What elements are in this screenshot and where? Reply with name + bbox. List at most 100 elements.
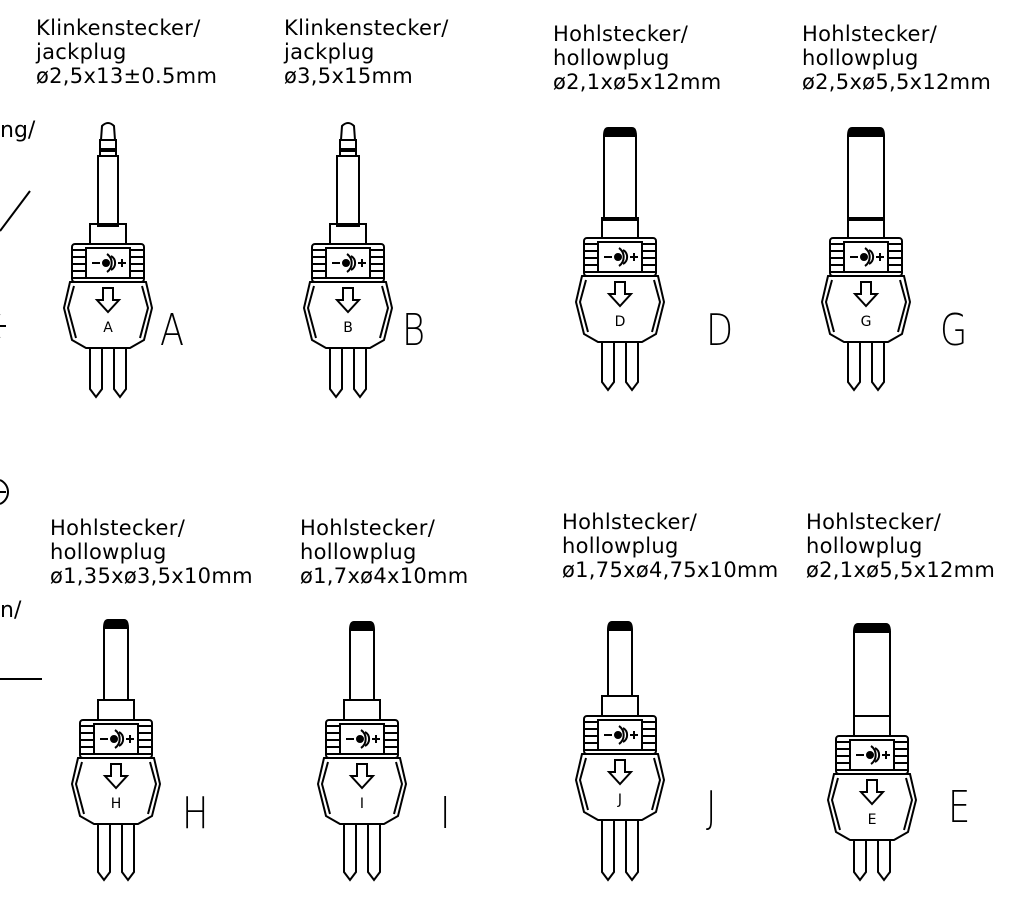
housing-edge-right — [139, 285, 150, 339]
polarity-icon — [856, 745, 890, 765]
plug-type-en: hollowplug — [802, 46, 919, 70]
plug-type-de: Hohlstecker/ — [802, 22, 938, 46]
plug-type-de: Hohlstecker/ — [300, 516, 436, 540]
plug-type-en: hollowplug — [50, 540, 167, 564]
housing-edge-left — [306, 285, 317, 339]
plug-pin — [329, 348, 343, 399]
plug-letter-H: H — [182, 788, 209, 839]
plug-label-D: Hohlstecker/ hollowplug ø2,1xø5x12mm — [553, 22, 722, 94]
plug-letter-G: G — [940, 305, 968, 356]
plug-size: ø2,1xø5,5x12mm — [806, 558, 996, 582]
hollow-barrel — [847, 135, 885, 221]
plug-size: ø2,5x13±0.5mm — [36, 64, 218, 88]
housing-edge-left — [578, 757, 589, 811]
plug-pin — [89, 348, 103, 399]
plug-type-en: hollowplug — [553, 46, 670, 70]
plug-size: ø2,5xø5,5x12mm — [802, 70, 992, 94]
polarity-window — [849, 739, 895, 771]
plug-pin — [871, 342, 885, 392]
plug-pin — [625, 342, 639, 392]
plug-letter-E: E — [948, 782, 971, 833]
plug-collar — [97, 699, 135, 721]
plug-housing — [70, 757, 162, 825]
jack-sleeve — [336, 155, 360, 227]
barrel-tip — [348, 621, 376, 631]
plug-housing — [316, 757, 408, 825]
jack-tip — [339, 122, 357, 141]
down-arrow-icon — [858, 779, 886, 806]
plug-type-de: Hohlstecker/ — [806, 510, 942, 534]
polarity-window — [339, 723, 385, 755]
barrel-tip — [852, 623, 892, 633]
edge-slash-line — [0, 190, 31, 232]
polarity-icon — [604, 247, 638, 267]
plug-pin — [625, 820, 639, 882]
plug-face-letter: H — [111, 796, 122, 812]
plug-type-en: hollowplug — [300, 540, 417, 564]
polarity-icon — [346, 729, 380, 749]
housing-edge-right — [651, 279, 662, 333]
plug-pin — [601, 820, 615, 882]
plug-type-de: Klinkenstecker/ — [284, 16, 449, 40]
plug-housing — [302, 281, 394, 349]
polarity-icon — [332, 253, 366, 273]
down-arrow-icon — [334, 287, 362, 314]
plug-label-J: Hohlstecker/ hollowplug ø1,75xø4,75x10mm — [562, 510, 779, 582]
plug-housing — [62, 281, 154, 349]
plug-housing — [820, 275, 912, 343]
housing-edge-left — [320, 761, 331, 815]
polarity-window — [843, 241, 889, 273]
plug-face-letter: J — [617, 792, 622, 808]
edge-text-top: ng/ — [0, 118, 36, 143]
hollow-barrel — [603, 135, 637, 221]
plug-type-de: Hohlstecker/ — [50, 516, 186, 540]
plug-type-en: jackplug — [36, 40, 127, 64]
polarity-icon — [92, 253, 126, 273]
plug-type-de: Hohlstecker/ — [562, 510, 698, 534]
polarity-icon — [604, 725, 638, 745]
plug-face-letter: D — [615, 314, 626, 330]
down-arrow-icon — [102, 763, 130, 790]
housing-edge-left — [66, 285, 77, 339]
barrel-tip — [602, 127, 638, 137]
plug-label-E: Hohlstecker/ hollowplug ø2,1xø5,5x12mm — [806, 510, 995, 582]
plug-pin — [847, 342, 861, 392]
polarity-window — [597, 241, 643, 273]
jack-sleeve — [97, 155, 119, 227]
housing-edge-right — [379, 285, 390, 339]
plug-pin — [367, 824, 381, 882]
plug-type-en: hollowplug — [562, 534, 679, 558]
plug-label-H: Hohlstecker/ hollowplug ø1,35xø3,5x10mm — [50, 516, 253, 588]
minus-circle-icon-2 — [0, 479, 9, 505]
plug-face-letter: B — [343, 320, 353, 336]
plug-label-A: Klinkenstecker/ jackplug ø2,5x13±0.5mm — [36, 16, 217, 88]
down-arrow-icon — [606, 281, 634, 308]
minus-circle-icon — [0, 314, 6, 338]
plug-collar — [853, 715, 891, 737]
housing-edge-right — [897, 279, 908, 333]
plug-pin — [113, 348, 127, 399]
plug-drawing-G: G — [820, 127, 912, 392]
plug-size: ø1,75xø4,75x10mm — [562, 558, 779, 582]
plug-letter-J: J — [706, 782, 717, 833]
housing-edge-right — [651, 757, 662, 811]
plug-letter-I: I — [440, 788, 451, 839]
polarity-window — [597, 719, 643, 751]
plug-collar — [601, 695, 639, 717]
plug-housing — [574, 753, 666, 821]
polarity-icon — [850, 247, 884, 267]
plug-pin — [877, 840, 891, 882]
plug-face-letter: A — [103, 320, 113, 336]
polarity-window — [325, 247, 371, 279]
plug-pin — [121, 824, 135, 882]
edge-text-bottom: n/ — [0, 598, 22, 623]
plug-pin — [343, 824, 357, 882]
barrel-tip — [102, 619, 130, 629]
hollow-barrel — [607, 629, 633, 697]
plug-face-letter: I — [360, 796, 364, 812]
plug-collar — [343, 699, 381, 721]
plug-pin — [853, 840, 867, 882]
plug-pin — [601, 342, 615, 392]
